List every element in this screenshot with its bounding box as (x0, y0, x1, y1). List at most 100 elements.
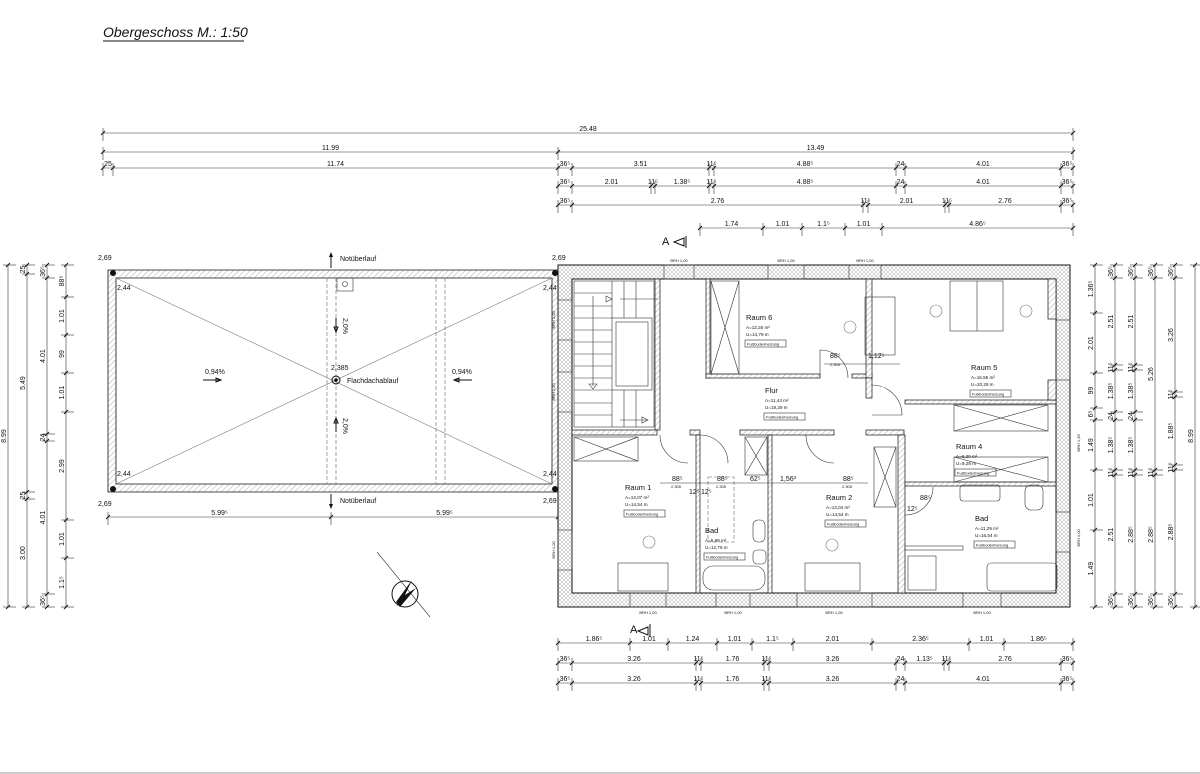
room-labels: Raum 6A=12,26 m²U=14,79 mFußbodenheizung… (623, 313, 1016, 561)
room-area: A=13,04 m² (826, 505, 850, 510)
dimension-tick (555, 165, 561, 171)
dimension-tick (1070, 165, 1076, 171)
overflow-label-bottom: Notüberlauf (340, 498, 376, 505)
slope-left: 0,94% (205, 369, 225, 376)
room-area: A=12,26 m² (746, 325, 770, 330)
dimension-tick (1132, 417, 1138, 423)
dimension-tick (44, 431, 50, 437)
dimension-tick (766, 680, 772, 686)
dimension-label: 36⁵ (1148, 266, 1155, 277)
dimension-label: 11⁵ (761, 676, 771, 683)
door-swings (659, 349, 934, 516)
dimension-tick (946, 202, 952, 208)
dimension-tick (627, 640, 633, 646)
floor-heating-tag: Fußbodenheizung (957, 471, 989, 476)
dimension-label: 24 (897, 161, 905, 168)
dimension-label: 2.88⁵ (1148, 526, 1155, 543)
dimension-label: 36⁵ (1168, 266, 1175, 277)
door-side: 12⁵ (907, 506, 918, 513)
dimension-label: 1.38⁵ (1128, 383, 1135, 400)
heating-tag-box (744, 339, 787, 348)
dimension-tick (946, 660, 952, 666)
dimension-label: 25 (20, 266, 27, 274)
dimension-label: 1.76 (726, 676, 740, 683)
raum6-side-dim: 1,12⁵ (868, 353, 885, 360)
corner-level-inner: 2,44 (117, 285, 131, 292)
dimension-tick (555, 183, 561, 189)
dimension-tick (749, 640, 755, 646)
dimension-tick (1070, 149, 1076, 155)
dimension-tick (1070, 680, 1076, 686)
overflow-arrow-icon (329, 252, 333, 257)
heating-tag-box (969, 389, 1012, 398)
dimension-label: 24 (40, 434, 47, 442)
window-sill-label: BRH 1,00 (825, 610, 843, 615)
door-width: 88⁵ (672, 476, 683, 483)
dimension-tick (1172, 467, 1178, 473)
section-marker-bottom: A (630, 624, 638, 636)
dimension-tick (1112, 367, 1118, 373)
dimension-tick (44, 604, 50, 610)
dimension-tick (652, 183, 658, 189)
dimension-tick (555, 149, 561, 155)
dimension-tick (63, 370, 69, 376)
dimension-tick (1070, 660, 1076, 666)
dimension-label: 1.01 (1088, 493, 1095, 507)
dimension-label: 2.99 (59, 459, 66, 473)
dimension-label: 1.38⁵ (1128, 437, 1135, 454)
dimension-label: 4.88⁵ (797, 161, 814, 168)
dimension-tick (711, 165, 717, 171)
dimension-tick (1192, 604, 1198, 610)
dimension-label: 11⁵ (1108, 362, 1115, 372)
dimension-label: 8.99 (1188, 429, 1195, 443)
dimension-tick (63, 409, 69, 415)
dimension-label: 2.01 (900, 198, 914, 205)
dimension-tick (1092, 405, 1098, 411)
heating-tag-box (954, 468, 997, 477)
dimension-tick (555, 660, 561, 666)
door-width: 88⁵ (843, 476, 854, 483)
dimension-tick (693, 680, 699, 686)
dimension-tick (24, 604, 30, 610)
dimension-tick (1112, 417, 1118, 423)
dimension-label: 1.01 (59, 532, 66, 546)
roof-drain-label: Flachdachablauf (347, 378, 398, 385)
slope-arrow-icon (452, 377, 472, 383)
dimension-tick (1172, 389, 1178, 395)
room-perimeter: U=14,54 m (826, 512, 849, 517)
dimension-tick (100, 149, 106, 155)
room-perimeter: U=9,29 m (956, 461, 976, 466)
dimension-tick (706, 165, 712, 171)
dimension-label: 36⁵ (1062, 656, 1073, 663)
dimension-tick (1092, 417, 1098, 423)
dimension-tick (1070, 202, 1076, 208)
dimension-tick (1070, 640, 1076, 646)
dimension-tick (24, 262, 30, 268)
roof-drain-icon (331, 375, 341, 385)
dimension-label: 2.51 (1108, 315, 1115, 329)
dimension-tick (5, 262, 11, 268)
north-arrow-icon (376, 551, 431, 618)
dimension-tick (766, 660, 772, 666)
shower-dim: 62⁵ (750, 476, 761, 483)
dimension-label: 1.01 (59, 309, 66, 323)
dimension-tick (100, 165, 106, 171)
dimension-label: 36⁵ (560, 198, 571, 205)
window-sill-label: BRH 1,00 (551, 383, 556, 401)
dimension-tick (1132, 409, 1138, 415)
room-name: Raum 5 (971, 363, 997, 372)
dimension-label: 2.01 (1088, 336, 1095, 350)
dimension-tick (1070, 183, 1076, 189)
dimension-tick (1112, 604, 1118, 610)
dimension-label: 2.76 (998, 656, 1012, 663)
dimension-label: 1.88⁵ (1168, 423, 1175, 440)
dimension-tick (698, 660, 704, 666)
slope-bottom: 2,0% (341, 418, 348, 434)
window-sill-label: BRH 1,00 (639, 610, 657, 615)
dimension-tick (902, 183, 908, 189)
flur-gap-dim: 1,56³ (780, 476, 797, 483)
dimension-label: 1.01 (857, 221, 871, 228)
dimension-label: 4.01 (976, 161, 990, 168)
dimension-tick (1092, 262, 1098, 268)
